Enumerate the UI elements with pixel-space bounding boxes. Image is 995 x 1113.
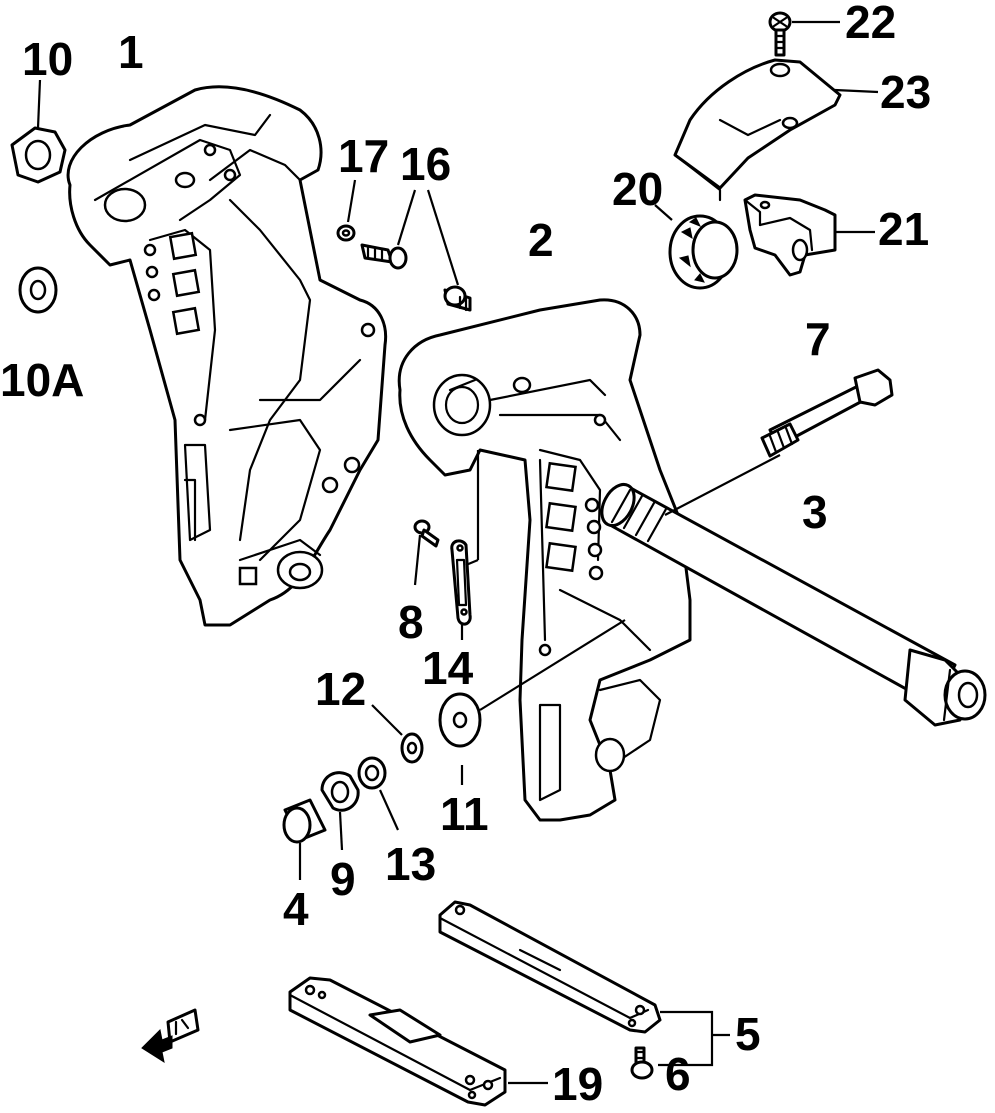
- part-1-stern-bracket-left: [66, 85, 388, 627]
- callout-23: 23: [880, 66, 931, 118]
- part-5-shim-upper: [438, 900, 730, 1067]
- part-9-nut: [320, 771, 360, 851]
- callout-5: 5: [735, 1008, 761, 1060]
- callout-13: 13: [385, 838, 436, 890]
- callout-8: 8: [398, 596, 424, 648]
- callout-10a: 10A: [0, 354, 84, 406]
- callout-19: 19: [552, 1058, 603, 1110]
- part-16-screw-lower: [443, 285, 472, 312]
- part-3-tilt-tube: [600, 482, 987, 727]
- callout-10: 10: [22, 33, 73, 85]
- part-21-clip-bracket: [743, 193, 875, 277]
- callout-11: 11: [440, 788, 489, 840]
- callout-7: 7: [805, 313, 831, 365]
- callout-14: 14: [422, 642, 474, 694]
- part-8-screw: [413, 519, 440, 548]
- part-23-cover: [673, 58, 879, 202]
- part-20-plug: [654, 204, 739, 290]
- callout-20: 20: [612, 163, 663, 215]
- part-6-screw: [630, 1046, 654, 1080]
- part-16-screw-upper: [360, 243, 408, 270]
- part-11-washer: [438, 619, 626, 785]
- callout-12: 12: [315, 663, 366, 715]
- front-direction-arrow-icon: [141, 1008, 200, 1064]
- part-10a-washer: [18, 266, 58, 314]
- callout-22: 22: [845, 0, 896, 48]
- callout-21: 21: [878, 203, 929, 255]
- part-10-nut: [10, 79, 67, 184]
- part-19-shim-lower: [288, 976, 548, 1107]
- part-4-bushing: [282, 798, 327, 880]
- callout-4: 4: [283, 883, 309, 935]
- part-17-washer: [336, 224, 356, 242]
- callout-9: 9: [330, 853, 356, 905]
- callout-2: 2: [528, 214, 554, 266]
- callout-17: 17: [338, 130, 389, 182]
- callout-3: 3: [802, 486, 828, 538]
- part-22-screw: [768, 11, 840, 57]
- callout-16: 16: [400, 138, 451, 190]
- part-2-stern-bracket-right: [397, 298, 692, 822]
- part-7-bolt: [664, 368, 894, 516]
- part-12-washer: [371, 704, 424, 764]
- callout-1: 1: [118, 26, 144, 78]
- part-13-lock-washer: [357, 756, 400, 831]
- callout-6: 6: [665, 1048, 691, 1100]
- part-14-plate: [450, 450, 480, 626]
